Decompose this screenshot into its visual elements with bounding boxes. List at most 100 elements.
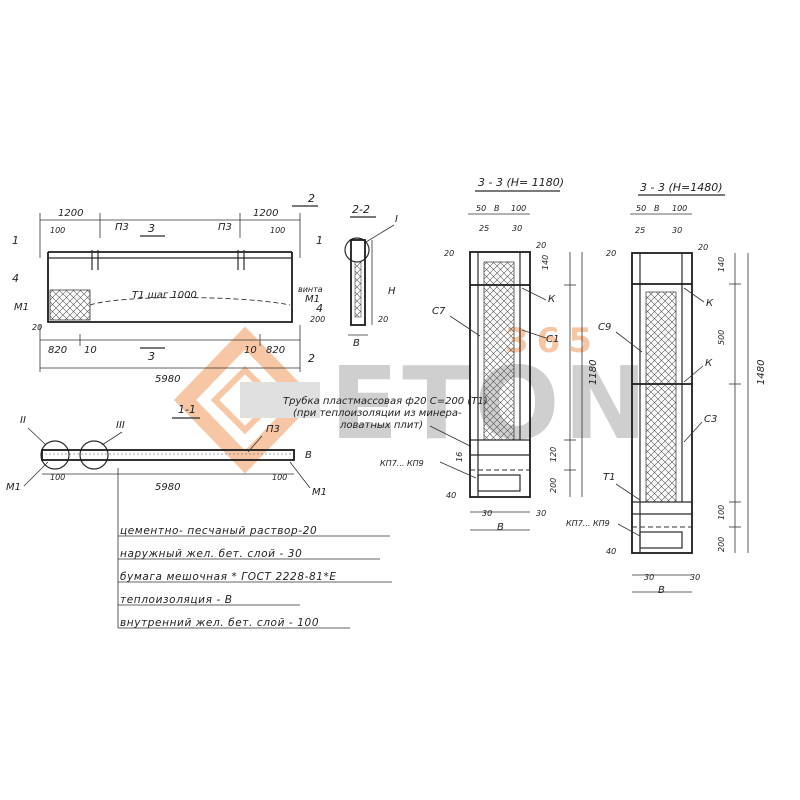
s33a-total: 1180	[588, 360, 599, 385]
s11-total: 5980	[155, 482, 180, 493]
plan-dim-820-right: 820	[266, 345, 285, 356]
plan-mark-p3-right: П3	[218, 222, 232, 233]
s33b-title: 3 - 3 (Н=1480)	[640, 181, 723, 194]
s33b-d30: 30	[672, 226, 682, 235]
s22-h: Н	[388, 286, 396, 297]
plan-mark-m1-right: М1	[305, 294, 320, 305]
s33b-db: В	[654, 204, 660, 213]
s11-mark-iii: III	[116, 420, 125, 431]
s33b-kp: КП7... КП9	[566, 519, 610, 528]
s33b-d200: 200	[717, 537, 726, 552]
plan-dim-20: 20	[32, 323, 42, 332]
tube-note-line3: ловатных плит)	[339, 420, 423, 431]
s33a-d20: 20	[444, 249, 454, 258]
plan-dim-right-top: 1200	[253, 208, 278, 219]
s11-p3: П3	[266, 424, 280, 435]
s33b-d20: 20	[606, 249, 616, 258]
plan-mark-1-right: 1	[316, 234, 323, 247]
plan-view: 1200 1200 100 100 П3 П3 3 2 1 1 4 4 Т1 ш…	[12, 192, 325, 385]
plan-mark-4-right: 4	[316, 302, 323, 315]
s33b-d30c: 30	[690, 573, 700, 582]
s33a-title: 3 - 3 (Н= 1180)	[478, 176, 564, 189]
s33b-d100b: 100	[717, 505, 726, 520]
plan-mark-m1-left: М1	[14, 302, 29, 313]
section-1-1: 1-1 II III П3 В 100 100 5980 М1 М1	[6, 403, 327, 536]
s33b-c9: С9	[598, 322, 611, 333]
s33a-d25: 25	[479, 224, 489, 233]
section-3-3-h1480: 3 - 3 (Н=1480) 50 В 100 25 30 20 20 140 …	[566, 181, 767, 596]
s33b-t1: Т1	[603, 472, 615, 483]
tube-note-line2: (при теплоизоляции из минера-	[293, 408, 462, 419]
plan-t1-note: Т1 шаг 1000	[132, 290, 197, 301]
s33a-d120: 120	[549, 447, 558, 462]
s33a-d30b: 30	[482, 509, 492, 518]
watermark-icon	[173, 326, 320, 474]
s33b-k1: К	[706, 298, 714, 309]
plan-mark-2-bottom: 2	[308, 352, 315, 365]
plan-dim-200: 200	[310, 315, 325, 324]
s33a-bottom-b: В	[497, 522, 504, 533]
section-2-2: 2-2 I Н 20 В	[344, 203, 398, 349]
material-2: бумага мешочная * ГОСТ 2228-81*Е	[120, 571, 337, 583]
watermark-logo: 365 ETON	[173, 321, 647, 474]
s33a-kp: КП7... КП9	[380, 459, 424, 468]
s33b-total: 1480	[756, 360, 767, 385]
s33a-d30c: 30	[536, 509, 546, 518]
plan-mark-p3-left: П3	[115, 222, 129, 233]
s33a-d20b: 20	[536, 241, 546, 250]
s33b-d25: 25	[635, 226, 645, 235]
material-4: внутренний жел. бет. слой - 100	[120, 617, 319, 629]
plan-mark-1-left: 1	[12, 234, 19, 247]
s11-m1-left: М1	[6, 482, 21, 493]
s33a-c7: С7	[432, 306, 446, 317]
materials-table: цементно- песчаный раствор-20 наружный ж…	[117, 525, 392, 629]
s33b-d140: 140	[717, 257, 726, 272]
s33b-d100: 100	[672, 204, 687, 213]
s33b-d40: 40	[606, 547, 616, 556]
s33b-d50: 50	[636, 204, 646, 213]
s33b-c3: С3	[704, 414, 717, 425]
tube-note-line1: Трубка пластмассовая ф20 С=200 (Т1)	[283, 395, 488, 407]
s33a-d40: 40	[446, 491, 456, 500]
s33b-k2: К	[705, 358, 713, 369]
material-1: наружный жел. бет. слой - 30	[120, 548, 302, 560]
plan-dim-left-top: 1200	[58, 208, 83, 219]
plan-mark-3-bottom: 3	[148, 350, 155, 363]
s11-d100-left: 100	[50, 473, 65, 482]
material-3: теплоизоляция - В	[120, 594, 233, 606]
plan-mark-3-top: 3	[148, 222, 155, 235]
s33b-bottom-b: В	[658, 585, 665, 596]
s33a-d50: 50	[476, 204, 486, 213]
s33a-d200: 200	[549, 478, 558, 493]
s22-d20: 20	[378, 315, 388, 324]
s33a-d30: 30	[512, 224, 522, 233]
s22-mark-i: I	[395, 214, 398, 225]
plan-dim-820-left: 820	[48, 345, 67, 356]
material-0: цементно- песчаный раствор-20	[120, 525, 317, 537]
plan-dim-10-right: 10	[244, 345, 257, 356]
plan-dim-100-right: 100	[270, 226, 285, 235]
s22-title: 2-2	[352, 203, 370, 216]
s11-title: 1-1	[178, 403, 196, 416]
s11-d100-right: 100	[272, 473, 287, 482]
s33b-d500: 500	[717, 330, 726, 345]
s22-b: В	[353, 338, 360, 349]
s33a-d140: 140	[541, 255, 550, 270]
plan-mark-2-top: 2	[308, 192, 315, 205]
s33b-d30b: 30	[644, 573, 654, 582]
s33a-db: В	[494, 204, 500, 213]
s33a-d16: 16	[455, 452, 464, 462]
s33a-k: К	[548, 294, 556, 305]
plan-vinta: винта	[298, 285, 323, 294]
s33b-d20b: 20	[698, 243, 708, 252]
plan-dim-total: 5980	[155, 374, 180, 385]
plan-dim-100-left: 100	[50, 226, 65, 235]
plan-dim-10-left: 10	[84, 345, 97, 356]
s11-m1-right: М1	[312, 487, 327, 498]
section-3-3-h1180: 3 - 3 (Н= 1180) 50 В 100 25 30 20 20 140…	[380, 176, 599, 533]
s33a-d100: 100	[511, 204, 526, 213]
s11-mark-ii: II	[20, 415, 26, 426]
s33a-c1: С1	[546, 334, 559, 345]
plan-mark-4-left: 4	[12, 272, 19, 285]
